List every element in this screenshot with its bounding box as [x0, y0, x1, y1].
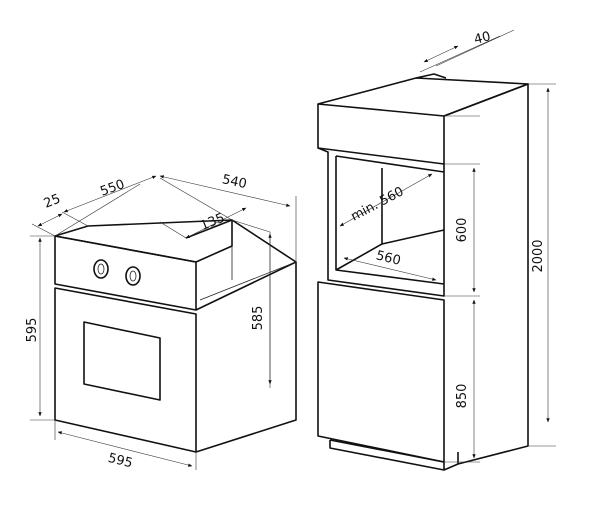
dim-550: 550: [98, 177, 126, 200]
dim-600: 600: [455, 218, 470, 243]
oven-body-top: [185, 219, 297, 453]
oven-body-side: [195, 261, 297, 311]
dim-850: 850: [455, 384, 470, 409]
dim-135: 135: [198, 211, 227, 234]
dim-min-560: min. 560: [349, 184, 407, 224]
cabinet-lower-door: [317, 281, 445, 463]
dim-25: 25: [42, 192, 63, 212]
cabinet-niche-inner: [335, 155, 445, 285]
oven-dimensions: 25 550 540 135 595 585 595: [25, 172, 297, 472]
cabinet-top-box: [317, 77, 529, 117]
dim-595-width: 595: [106, 451, 134, 472]
dim-585: 585: [251, 306, 266, 331]
oven-window: [83, 321, 161, 401]
cabinet-plinth: [329, 439, 459, 471]
oven-control-panel: [54, 235, 197, 311]
oven-knob-right: [125, 266, 141, 286]
cabinet-top-front: [317, 104, 445, 165]
cabinet-top-notch: [415, 73, 447, 79]
dim-595-height: 595: [25, 318, 40, 343]
oven-drawing: [54, 219, 297, 453]
dim-2000: 2000: [531, 239, 546, 272]
cabinet-dimensions: 40 min. 560 560 600 850 2000: [339, 29, 556, 463]
dim-540: 540: [221, 172, 248, 192]
cabinet-side: [443, 83, 529, 465]
cabinet-drawing: [317, 73, 529, 471]
oven-door: [54, 287, 197, 453]
dim-40: 40: [473, 29, 493, 48]
cabinet-niche-frame: [317, 147, 445, 297]
oven-knob-left: [93, 259, 109, 279]
oven-body-inner-edge: [199, 220, 297, 301]
dim-560: 560: [374, 248, 402, 269]
